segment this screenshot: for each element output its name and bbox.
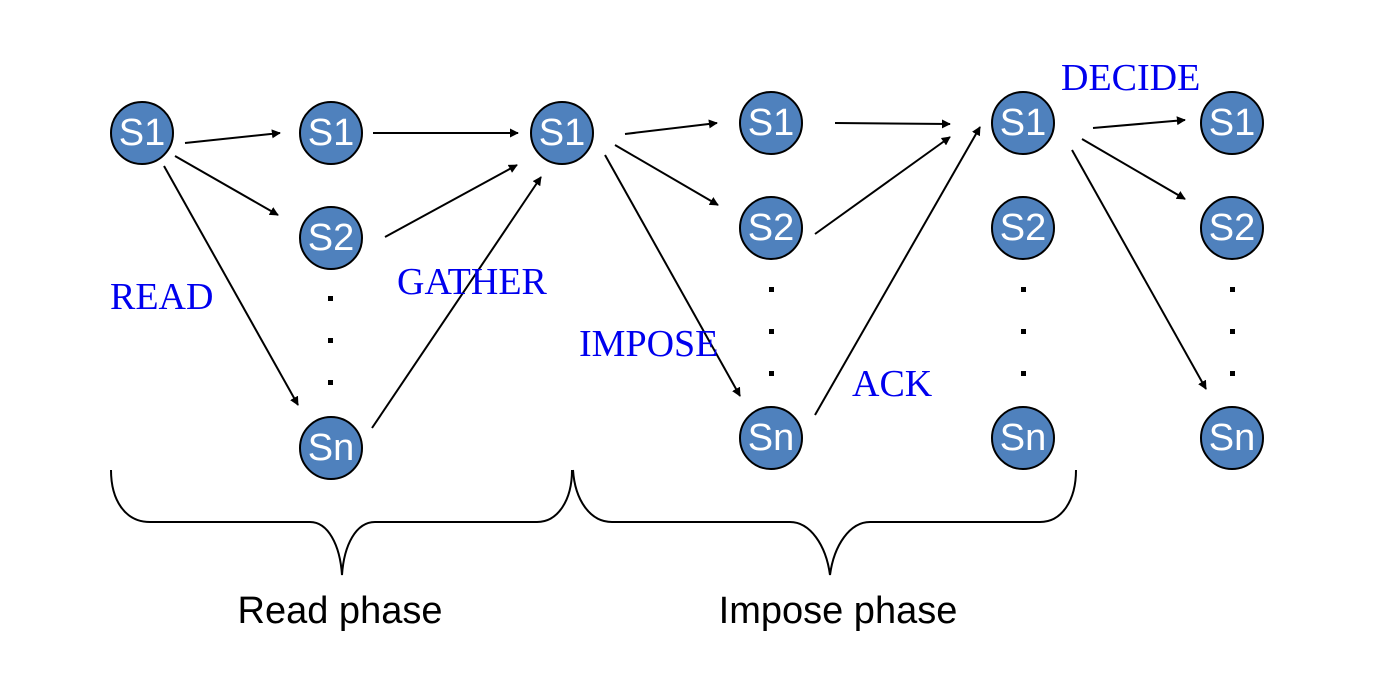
brace-read-phase [110,469,573,576]
node-b-s2: S2 [299,206,363,270]
edge-ack-d-s1-to-e-s1 [834,119,951,129]
node-f-s2: S2 [1200,196,1264,260]
edge-read-a-s1-to-b-s1 [184,129,281,144]
node-label: S1 [119,112,165,154]
label-decide: DECIDE [1061,57,1200,99]
ellipsis-dots-f [1230,287,1235,376]
node-label: Sn [1209,417,1255,459]
node-e-s2: S2 [991,196,1055,260]
ellipsis-dots-e [1021,287,1026,376]
node-f-s1: S1 [1200,91,1264,155]
node-b-s1: S1 [299,101,363,165]
edge-ack-d-s2-to-e-s1 [814,136,951,235]
node-d-s1: S1 [739,91,803,155]
edge-gather-b-sn-to-c-s1 [371,176,542,429]
label-gather: GATHER [397,261,548,303]
node-label: S2 [1000,207,1046,249]
node-label: Sn [308,427,354,469]
node-d-sn: Sn [739,406,803,470]
node-label: Sn [748,417,794,459]
node-label: S1 [539,112,585,154]
node-e-sn: Sn [991,406,1055,470]
edge-ack-d-sn-to-e-s1 [814,126,981,416]
node-f-sn: Sn [1200,406,1264,470]
edge-gather-b-s2-to-c-s1 [384,164,518,238]
phase-braces [110,469,1077,576]
label-impose: IMPOSE [579,323,718,365]
message-labels: READ GATHER IMPOSE ACK DECIDE [110,57,1200,405]
ellipsis-dots-d [769,287,774,376]
node-label: S2 [748,207,794,249]
node-a-s1: S1 [110,101,174,165]
node-label: S2 [308,217,354,259]
node-d-s2: S2 [739,196,803,260]
nodes: S1 S1 S2 Sn S1 S1 S2 [110,91,1264,480]
edge-impose-c-s1-to-d-s2 [614,144,719,206]
label-read: READ [110,276,213,318]
edge-impose-c-s1-to-d-s1 [624,119,718,135]
edge-read-a-s1-to-b-sn [163,165,299,406]
node-label: S1 [748,102,794,144]
edges [163,116,1207,429]
phase-label-read: Read phase [238,590,443,632]
brace-impose-phase [572,469,1077,576]
phase-label-impose: Impose phase [719,590,958,632]
node-label: Sn [1000,417,1046,459]
edge-read-a-s1-to-b-s2 [174,155,279,216]
ellipsis-dots-b [328,296,333,385]
node-label: S1 [1000,102,1046,144]
node-b-sn: Sn [299,416,363,480]
edge-decide-e-s1-to-f-s1 [1092,116,1186,129]
node-c-s1: S1 [530,101,594,165]
edge-decide-e-s1-to-f-s2 [1081,138,1186,200]
node-e-s1: S1 [991,91,1055,155]
node-label: S1 [308,112,354,154]
node-label: S1 [1209,102,1255,144]
edge-decide-e-s1-to-f-sn [1071,149,1207,390]
edge-impose-c-s1-to-d-sn [604,154,741,397]
label-ack: ACK [852,363,933,405]
node-label: S2 [1209,207,1255,249]
